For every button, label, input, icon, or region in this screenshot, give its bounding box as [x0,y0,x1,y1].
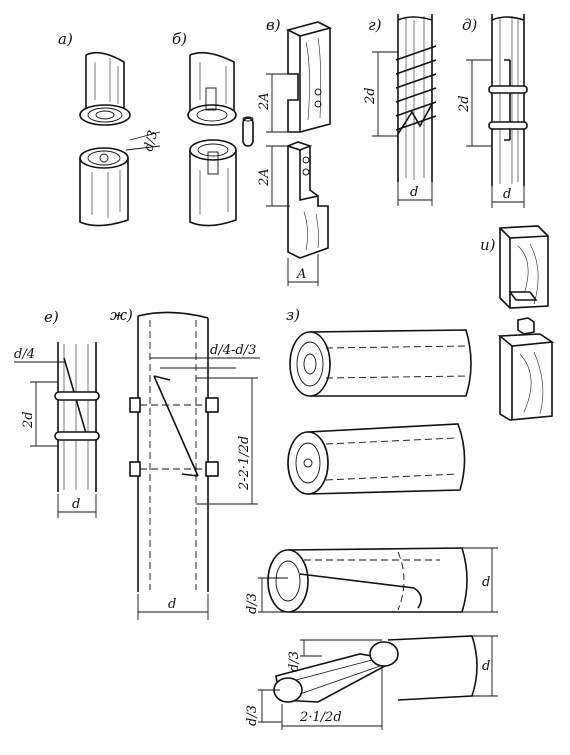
panel-g-label: г) [368,16,382,34]
panel-g-dim-2d: 2d [363,87,378,105]
panel-g-dim-d-lines [397,182,433,206]
panel-zh-label: ж) [110,306,133,324]
panel-e-dim-d4: d/4 [14,347,35,362]
panel-z-dim-d3b: d/3 [287,651,302,672]
panel-g-dim-2d-lines [372,51,398,137]
panel-z-log-2 [287,423,466,495]
panel-b-lower-log [189,139,237,227]
panel-v-lower-block [285,141,329,259]
panel-d-label: д) [462,16,478,34]
panel-e-dim-2d: 2d [21,411,36,429]
panel-z-dim-d3c-lines [258,689,282,723]
panel-d-dim-d-lines [491,186,525,208]
panel-z-dim-d3a-lines [258,577,288,613]
panel-z-dim-d3a: d/3 [245,593,260,614]
panel-z-dim-length-lines [281,668,383,730]
panel-v-dim-2a-lower: 2A [257,168,272,187]
panel-e-log [54,342,100,492]
panel-z-log-4 [273,635,478,703]
panel-v-label: в) [266,16,281,34]
panel-b-label: б) [172,30,187,48]
panel-v-dim3-lines [287,254,319,286]
panel-g: г) 2d d [363,14,437,206]
panel-b: б) [172,30,254,227]
panel-i-lower-block [497,333,555,421]
panel-z-dim-d3c: d/3 [245,705,260,726]
panel-e-dim-d-lines [57,494,97,518]
panel-z-dim-d3b-lines [300,639,382,657]
panel-zh-dim-overlap: d/4-d/3 [210,343,256,358]
panel-zh-log [129,311,219,592]
panel-b-upper-log [187,51,237,126]
panel-v-dim1-lines [266,73,290,133]
panel-zh-dim-lines [150,357,260,505]
panel-d: д) 2d d [457,14,528,208]
panel-g-dim-d: d [410,185,418,200]
panel-d-dim-2d: 2d [457,95,472,113]
panel-e-dim-lines [14,361,64,447]
panel-z-dim-d2: d [482,659,490,674]
panel-z-log-1 [289,329,472,397]
panel-b-dowel [242,116,254,147]
panel-e: е) d/4 2d d [14,308,100,518]
panel-v: в) 2A 2A A [257,16,333,286]
panel-z-dim-d2-lines [472,635,498,697]
panel-v-dim-a: A [296,267,306,282]
panel-z-log-3 [267,547,468,613]
panel-v-dim-2a-upper: 2A [257,92,272,111]
panel-v-upper-block [285,21,333,133]
panel-a-label: а) [58,30,73,48]
panel-z-label: з) [286,306,300,324]
panel-zh: ж) d/4-d/3 2-2·1/2d d [110,306,260,620]
panel-i-upper-block [499,225,549,309]
panel-d-log [488,14,528,186]
panel-i: и) [480,225,555,421]
panel-v-dim2-lines [266,145,290,207]
panel-zh-dim-length: 2-2·1/2d [237,436,252,491]
panel-d-dim-d: d [503,187,511,202]
panel-z: з) d d/3 [245,306,498,730]
panel-e-label: е) [44,308,59,326]
panel-z-dim-d1-lines [462,547,498,613]
panel-e-dim-d: d [72,497,80,512]
panel-a-upper-log [79,51,131,126]
panel-z-dim-length: 2·1/2d [299,710,342,725]
panel-z-dim-d1: d [482,575,490,590]
panel-g-wire-spiral [395,45,437,131]
panel-a-dim-d3: d/3 [141,129,161,153]
panel-a-dim-lines [125,131,161,151]
panel-zh-dim-d-lines [137,594,209,620]
panel-i-tenon [517,317,535,335]
panel-zh-dim-d: d [168,597,176,612]
panel-d-dim-2d-lines [466,59,492,147]
panel-i-label: и) [480,236,496,254]
panel-g-log [397,14,433,182]
panel-a: а) d/3 [58,30,161,227]
panel-a-lower-log [79,147,129,227]
